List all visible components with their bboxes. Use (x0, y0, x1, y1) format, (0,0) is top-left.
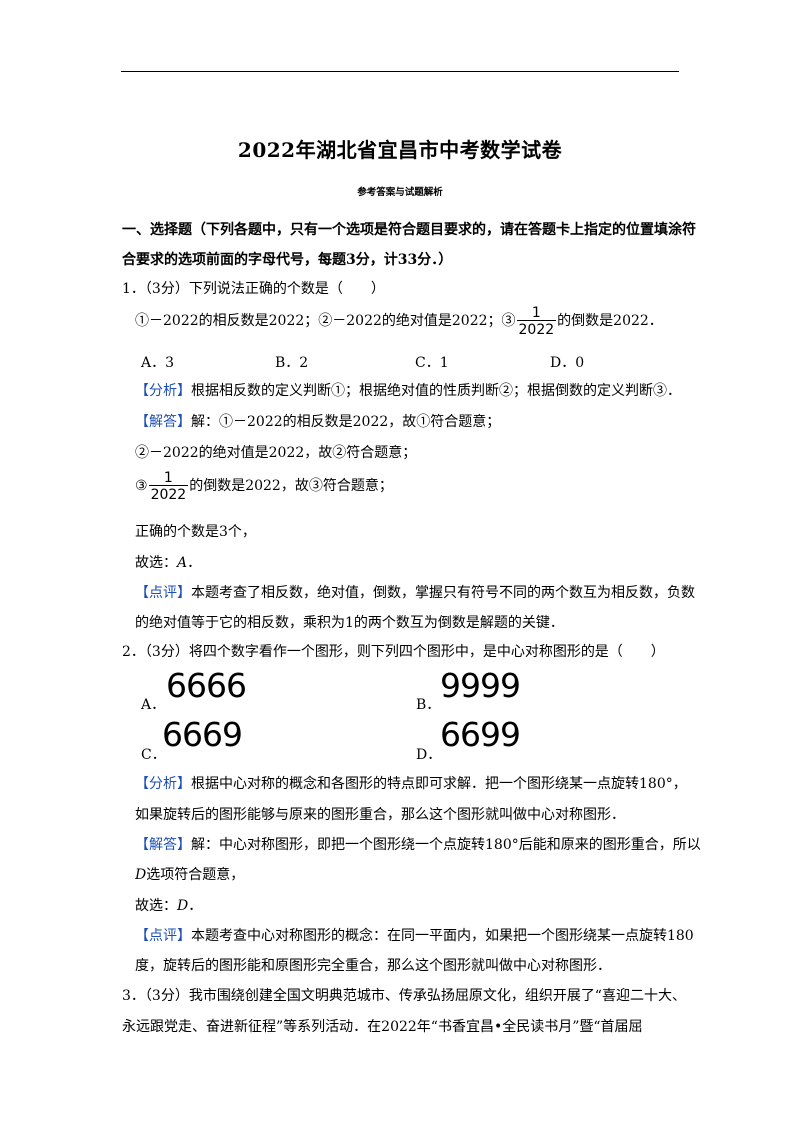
q1-comment-tag: 【点评】 (135, 585, 191, 601)
q1-comment-line2: 的绝对值等于它的相反数，乘积为1的两个数互为倒数是解题的关键． (135, 615, 564, 631)
q2-option-b-label: B． (416, 697, 441, 713)
q2-answer3-pre: 故选： (135, 898, 177, 914)
q1-answer5-pre: 故选： (135, 555, 177, 571)
q2-option-a-label: A． (141, 697, 166, 713)
q1-answer-line1: 【解答】解：①－2022的相反数是2022，故①符合题意； (135, 411, 500, 431)
q2-answer-line3: 故选：D． (135, 895, 202, 915)
q2-answer2-choice: D (135, 867, 147, 883)
q2-comment-line2: 度，旋转后的图形能和原图形完全重合，那么这个图形就叫做中心对称图形． (135, 958, 611, 974)
q3-line2: 永远跟党走、奋进新征程”等系列活动．在2022年“书香宜昌•全民读书月”暨“首届… (122, 1019, 643, 1035)
q2-comment-text1: 本题考查中心对称图形的概念：在同一平面内，如果把一个图形绕某一点旋转180 (191, 928, 694, 944)
q1-option-c: C．1 (415, 355, 449, 371)
q1-comment-text1: 本题考查了相反数，绝对值，倒数，掌握只有符号不同的两个数互为相反数，负数 (191, 585, 695, 601)
q1-answer-text1: 解：①－2022的相反数是2022，故①符合题意； (191, 414, 501, 430)
q2-answer-line1: 【解答】解：中心对称图形，即把一个图形绕一个点旋转180°后能和原来的图形重合，… (135, 834, 701, 854)
q2-answer3-post: ． (188, 898, 203, 914)
q2-analysis-line2: 如果旋转后的图形能够与原来的图形重合，那么这个图形就叫做中心对称图形． (135, 807, 625, 823)
page-subtitle: 参考答案与试题解析 (357, 187, 443, 198)
q1-answer-fraction-denominator: 2022 (148, 484, 189, 503)
q1-answer3-post: 的倒数是2022，故③符合题意； (189, 478, 393, 494)
q1-fraction-denominator: 2022 (516, 319, 557, 338)
q1-fraction-numerator: 1 (531, 304, 541, 321)
q1-stem: 1．（3分）下列说法正确的个数是（ ） (122, 281, 385, 297)
q1-answer-fraction-numerator: 1 (163, 469, 173, 486)
q2-option-b-figure: 9999 (440, 666, 521, 705)
q2-answer3-choice: D (177, 898, 189, 914)
q2-option-d-figure: 6699 (440, 715, 521, 754)
q1-analysis-text: 根据相反数的定义判断①；根据绝对值的性质判断②；根据倒数的定义判断③． (191, 383, 681, 399)
header-rule (121, 71, 679, 72)
q2-stem: 2．（3分）将四个数字看作一个图形，则下列四个图形中，是中心对称图形的是（ ） (122, 644, 665, 660)
q1-analysis: 【分析】根据相反数的定义判断①；根据绝对值的性质判断②；根据倒数的定义判断③． (135, 380, 681, 400)
q1-comment-line1: 【点评】本题考查了相反数，绝对值，倒数，掌握只有符号不同的两个数互为相反数，负数 (135, 582, 695, 602)
q1-answer-line5: 故选：A． (135, 552, 201, 572)
q1-answer-tag: 【解答】 (135, 414, 191, 430)
q1-option-a: A．3 (141, 355, 175, 371)
section-heading-line2: 合要求的选项前面的字母代号，每题3分，计33分．） (122, 252, 453, 268)
q2-option-c-figure: 6669 (162, 715, 243, 754)
section-heading-line1: 一、选择题（下列各题中，只有一个选项是符合题目要求的，请在答题卡上指定的位置填涂… (122, 222, 696, 238)
q2-option-a-figure: 6666 (166, 666, 247, 705)
q1-answer5-post: ． (187, 555, 202, 571)
q2-analysis-text1: 根据中心对称的概念和各图形的特点即可求解．把一个图形绕某一点旋转180°， (191, 776, 687, 792)
q1-statements-a: ①－2022的相反数是2022；②－2022的绝对值是2022；③ (135, 313, 516, 329)
q2-option-d-label: D． (416, 747, 442, 763)
q2-option-c-label: C． (141, 747, 166, 763)
q1-statements-b: 的倒数是2022． (557, 313, 663, 329)
q3-line1: 3．（3分）我市围绕创建全国文明典范城市、传承弘扬屈原文化，组织开展了“喜迎二十… (122, 988, 686, 1004)
q1-option-b: B．2 (275, 355, 309, 371)
q2-analysis-line1: 【分析】根据中心对称的概念和各图形的特点即可求解．把一个图形绕某一点旋转180°… (135, 773, 687, 793)
q1-answer-line4: 正确的个数是3个， (135, 524, 256, 540)
q1-analysis-tag: 【分析】 (135, 383, 191, 399)
q2-comment-line1: 【点评】本题考查中心对称图形的概念：在同一平面内，如果把一个图形绕某一点旋转18… (135, 925, 694, 945)
q1-answer3-pre: ③ (135, 478, 148, 494)
q1-answer5-choice: A (177, 555, 188, 571)
q2-analysis-tag: 【分析】 (135, 776, 191, 792)
q2-answer-text1: 解：中心对称图形，即把一个图形绕一个点旋转180°后能和原来的图形重合，所以 (191, 837, 701, 853)
q2-answer-tag: 【解答】 (135, 837, 191, 853)
q2-comment-tag: 【点评】 (135, 928, 191, 944)
page-title: 2022年湖北省宜昌市中考数学试卷 (237, 138, 563, 162)
q2-answer2-post: 选项符合题意， (146, 867, 245, 883)
q2-answer-line2: D选项符合题意， (135, 864, 244, 884)
q1-answer-line2: ②－2022的绝对值是2022，故②符合题意； (135, 445, 417, 461)
q1-option-d: D．0 (550, 355, 585, 371)
